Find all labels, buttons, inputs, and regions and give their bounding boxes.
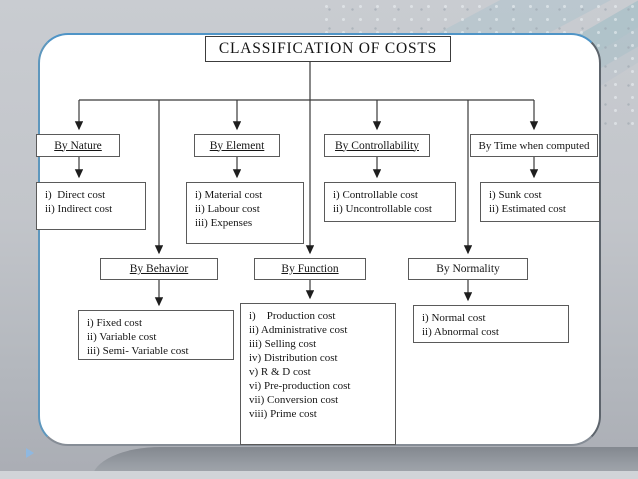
category-box-time: By Time when computed <box>470 134 598 157</box>
category-label-time: By Time when computed <box>478 139 590 152</box>
list-item: i) Fixed cost <box>87 317 142 329</box>
category-label-controllability: By Controllability <box>334 139 419 152</box>
list-item: i) Material cost <box>195 189 263 201</box>
category-box-behavior: By Behavior <box>100 258 218 280</box>
diagram-title-box: CLASSIFICATION OF COSTS <box>205 36 451 62</box>
play-triangle-icon <box>26 448 34 458</box>
list-item: iv) Distribution cost <box>249 352 338 364</box>
diagram-title: CLASSIFICATION OF COSTS <box>218 40 438 57</box>
category-box-function: By Function <box>254 258 366 280</box>
list-item: i) Controllable cost <box>333 189 418 201</box>
category-box-normality: By Normality <box>408 258 528 280</box>
list-item: i) Sunk cost <box>489 189 542 201</box>
items-box-controllability: i) Controllable cost ii) Uncontrollable … <box>324 182 456 222</box>
items-box-time: i) Sunk cost ii) Estimated cost <box>480 182 600 222</box>
list-item: iii) Semi- Variable cost <box>87 345 189 357</box>
list-item: vi) Pre-production cost <box>249 380 351 392</box>
list-item: ii) Indirect cost <box>45 203 113 215</box>
items-box-function: i) Production cost ii) Administrative co… <box>240 303 396 445</box>
list-item: ii) Abnormal cost <box>422 326 499 338</box>
list-item: viii) Prime cost <box>249 408 317 420</box>
list-item: ii) Variable cost <box>87 331 157 343</box>
list-item: i) Direct cost <box>45 189 106 201</box>
list-item: ii) Estimated cost <box>489 203 566 215</box>
floor-strip <box>0 471 638 479</box>
items-box-behavior: i) Fixed cost ii) Variable cost iii) Sem… <box>78 310 234 360</box>
list-item: ii) Labour cost <box>195 203 260 215</box>
category-label-function: By Function <box>281 263 339 275</box>
category-label-element: By Element <box>209 139 265 152</box>
list-item: v) R & D cost <box>249 366 311 378</box>
list-item: i) Production cost <box>249 310 336 322</box>
list-item: iii) Expenses <box>195 217 253 229</box>
items-box-element: i) Material cost ii) Labour cost iii) Ex… <box>186 182 304 244</box>
category-box-element: By Element <box>194 134 280 157</box>
category-box-controllability: By Controllability <box>324 134 430 157</box>
category-box-nature: By Nature <box>36 134 120 157</box>
items-box-nature: i) Direct cost ii) Indirect cost <box>36 182 146 230</box>
list-item: i) Normal cost <box>422 312 486 324</box>
list-item: ii) Uncontrollable cost <box>333 203 432 215</box>
category-label-behavior: By Behavior <box>129 263 189 275</box>
items-box-normality: i) Normal cost ii) Abnormal cost <box>413 305 569 343</box>
list-item: ii) Administrative cost <box>249 324 348 336</box>
list-item: vii) Conversion cost <box>249 394 339 406</box>
category-label-nature: By Nature <box>54 139 102 152</box>
list-item: iii) Selling cost <box>249 338 317 350</box>
category-label-normality: By Normality <box>436 263 500 275</box>
